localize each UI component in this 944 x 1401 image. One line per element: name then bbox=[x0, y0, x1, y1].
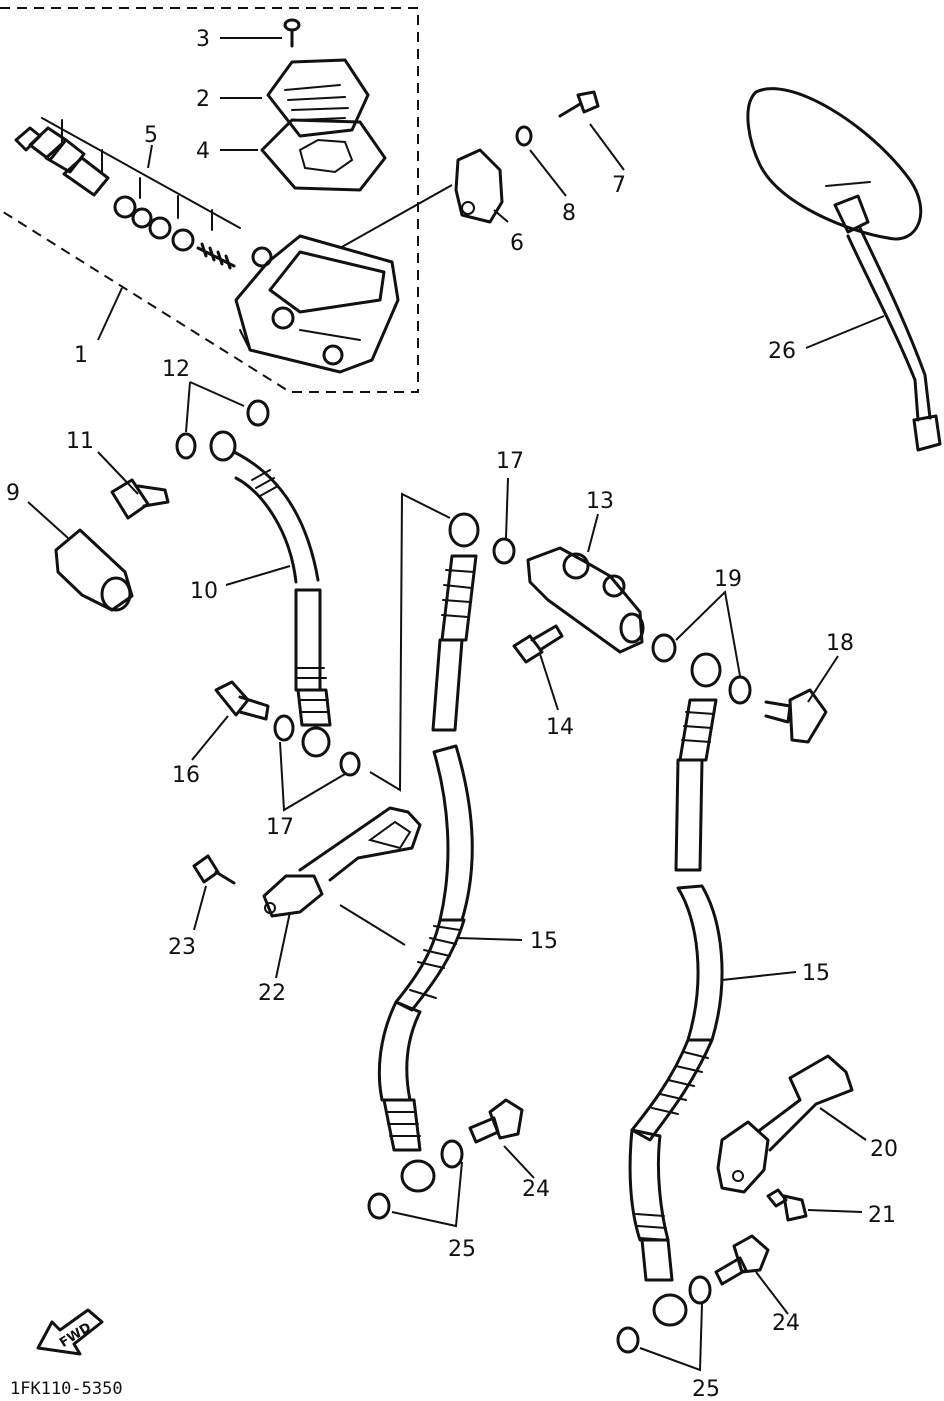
drawing-code: 1FK110-5350 bbox=[10, 1379, 123, 1399]
washers-17-left bbox=[273, 714, 361, 777]
bracket-20 bbox=[716, 1054, 854, 1194]
callout-16: 16 bbox=[172, 763, 200, 788]
callout-24-left: 24 bbox=[522, 1177, 550, 1202]
callout-22: 22 bbox=[258, 981, 286, 1006]
washer-8 bbox=[515, 125, 533, 147]
brake-hose-10 bbox=[209, 430, 332, 758]
callout-21: 21 bbox=[868, 1203, 896, 1228]
brake-hose-15-left bbox=[377, 512, 480, 1193]
callout-15-right: 15 bbox=[802, 961, 830, 986]
washers-25-left bbox=[367, 1139, 464, 1220]
callout-18: 18 bbox=[826, 631, 854, 656]
callout-6: 6 bbox=[510, 231, 524, 256]
brake-hose-15-right bbox=[628, 652, 724, 1327]
union-bolt-24-left bbox=[468, 1098, 524, 1144]
callout-7: 7 bbox=[612, 173, 626, 198]
reservoir-cap-2 bbox=[266, 58, 370, 138]
bracket-22 bbox=[262, 806, 422, 918]
union-bolt-24-right bbox=[714, 1234, 770, 1286]
callout-20: 20 bbox=[870, 1137, 898, 1162]
union-bolt-18 bbox=[764, 688, 828, 744]
assembly-boundary bbox=[0, 7, 419, 393]
callout-8: 8 bbox=[562, 201, 576, 226]
washers-19 bbox=[651, 633, 752, 705]
callout-2: 2 bbox=[196, 87, 210, 112]
callout-5: 5 bbox=[144, 123, 158, 148]
bolt-14 bbox=[512, 624, 564, 664]
callout-3: 3 bbox=[196, 27, 210, 52]
callout-14: 14 bbox=[546, 715, 574, 740]
callout-26: 26 bbox=[768, 339, 796, 364]
callout-23: 23 bbox=[168, 935, 196, 960]
callout-11: 11 bbox=[66, 429, 94, 454]
callout-24-right: 24 bbox=[772, 1311, 800, 1336]
callout-19: 19 bbox=[714, 567, 742, 592]
joint-13 bbox=[526, 546, 645, 654]
union-bolt-11 bbox=[110, 478, 170, 520]
callout-17-top: 17 bbox=[496, 449, 524, 474]
callout-1: 1 bbox=[74, 343, 88, 368]
piston-kit-5 bbox=[14, 117, 241, 270]
bolt-23 bbox=[192, 854, 236, 885]
screw-3 bbox=[283, 18, 301, 48]
washers-25-right bbox=[616, 1275, 712, 1354]
callout-25-left: 25 bbox=[448, 1237, 476, 1262]
callout-17-left: 17 bbox=[266, 815, 294, 840]
callout-4: 4 bbox=[196, 139, 210, 164]
cover-9 bbox=[54, 528, 134, 612]
callout-13: 13 bbox=[586, 489, 614, 514]
bolt-21 bbox=[766, 1188, 808, 1222]
washer-12 bbox=[175, 399, 270, 460]
washer-17-top bbox=[492, 537, 516, 565]
bolt-7 bbox=[558, 90, 600, 118]
callout-9: 9 bbox=[6, 481, 20, 506]
callout-15-left: 15 bbox=[530, 929, 558, 954]
master-cylinder-body bbox=[234, 234, 400, 374]
union-bolt-16 bbox=[214, 680, 270, 721]
mirror-26 bbox=[746, 87, 942, 452]
callout-10: 10 bbox=[190, 579, 218, 604]
forward-arrow-icon: FWD bbox=[36, 1308, 104, 1356]
callout-12: 12 bbox=[162, 357, 190, 382]
callout-25-right: 25 bbox=[692, 1377, 720, 1401]
diaphragm-4 bbox=[260, 118, 387, 192]
